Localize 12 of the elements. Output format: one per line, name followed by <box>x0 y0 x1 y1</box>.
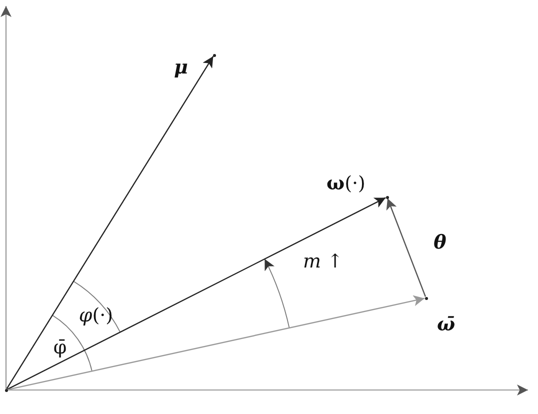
angle-label: m ↑ <box>302 252 344 272</box>
vector-point <box>4 388 8 392</box>
vector-point <box>386 196 388 198</box>
angle-label: φ(·) <box>78 306 114 326</box>
vector-point <box>212 54 216 56</box>
vector-arrow <box>7 197 386 390</box>
vector-arrow <box>386 198 426 297</box>
vector-label: ω(·) <box>326 174 366 194</box>
angle-label: φ̄ <box>52 338 68 358</box>
vector-arrow <box>7 295 425 390</box>
vector-arrow <box>6 56 214 390</box>
vector-point <box>424 296 428 300</box>
